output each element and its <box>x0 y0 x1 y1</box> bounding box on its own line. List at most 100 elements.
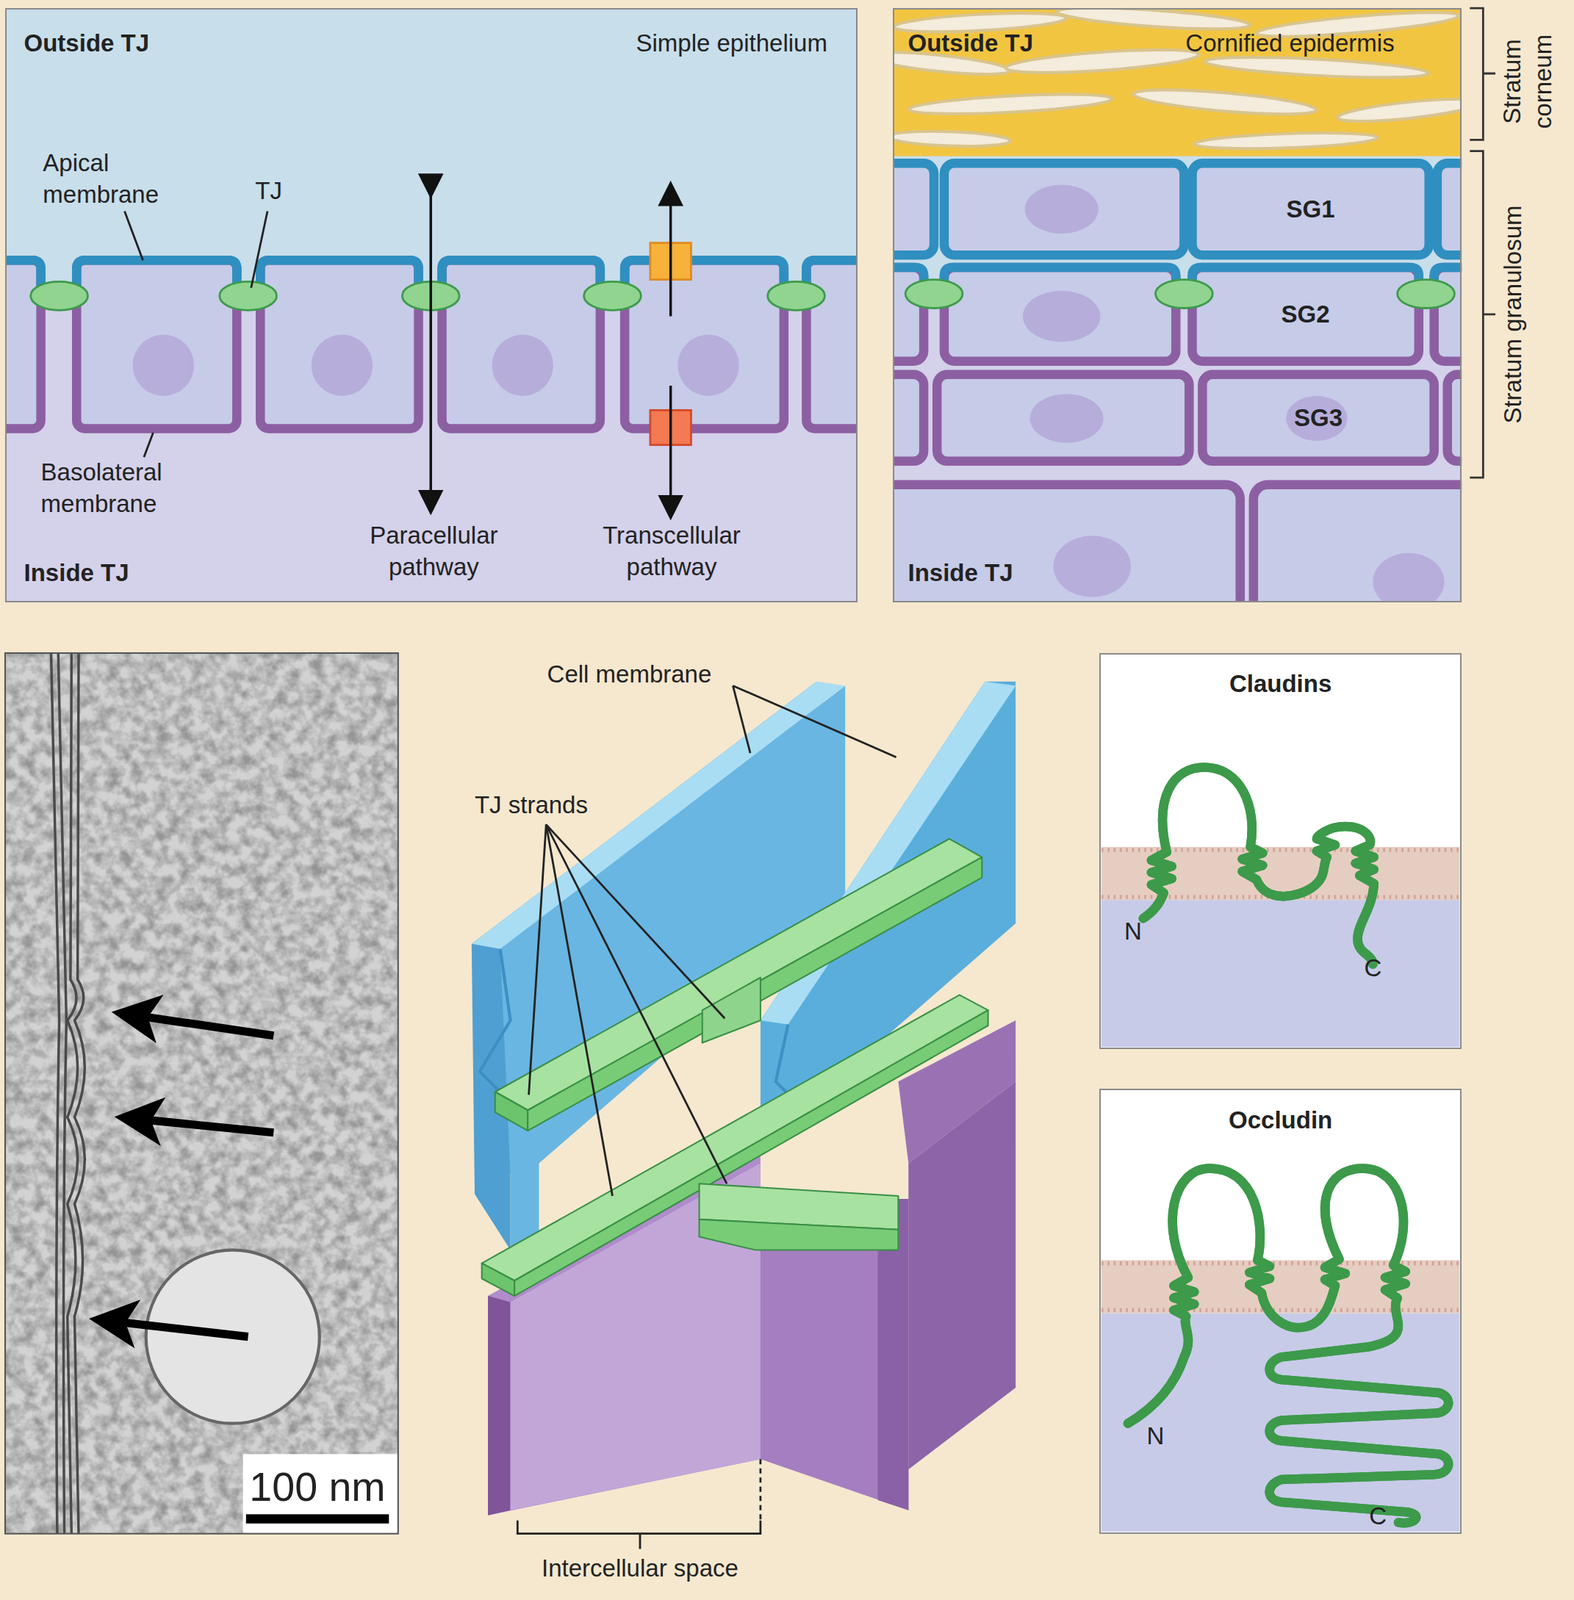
epidermis-art-part-part <box>1191 163 1429 255</box>
part-label: Intercellular space <box>476 1553 804 1585</box>
epidermis-art-part-part <box>944 267 1176 362</box>
simple-epithelium-art-part-part <box>442 260 601 429</box>
epidermis-art-part-part <box>1194 130 1379 152</box>
epidermis-art-part-part <box>1191 267 1419 297</box>
simple-epithelium-art-part-part <box>219 281 278 311</box>
occludin-topology-part <box>1099 1089 1462 1535</box>
epidermis-art-part <box>892 8 1462 152</box>
simple-epithelium-art-part-part <box>311 335 373 397</box>
part-label: TJ <box>254 175 283 207</box>
simple-epithelium-art-part-part <box>669 185 672 317</box>
cell-label: SG3 <box>1294 404 1343 433</box>
tj-strand-model-part-part <box>495 1091 528 1131</box>
electron-micrograph <box>5 653 399 1535</box>
epidermis-art-part <box>892 163 1462 602</box>
part-label: C <box>1357 1501 1400 1533</box>
tj-strand-model-part-part <box>702 978 761 1044</box>
panel-text: Cornified epidermis <box>1185 27 1394 59</box>
epidermis-art-part-part <box>1025 184 1099 234</box>
tj-strand-model-part <box>487 1296 511 1516</box>
claudin-topology <box>1099 653 1462 1050</box>
panel-text: Inside TJ <box>24 557 130 588</box>
electron-micrograph-part-part <box>74 653 85 1535</box>
claudin-topology-part <box>1099 653 1462 1050</box>
part-label: C <box>1352 953 1394 984</box>
part-label: Transcellular pathway <box>577 520 767 582</box>
cell-label: SG1 <box>1286 195 1336 224</box>
epidermis-art-part-part <box>892 484 1240 603</box>
simple-epithelium-art-part-part <box>669 385 672 516</box>
simple-epithelium-art-part-part <box>624 260 785 429</box>
part-label: Cell membrane <box>547 659 713 691</box>
tj-strand-model-part-part <box>482 994 989 1281</box>
part-label: N <box>1112 916 1154 948</box>
electron-micrograph-part-part <box>58 653 67 1535</box>
electron-micrograph-part <box>105 1014 274 1338</box>
leader-lines-part <box>732 685 896 757</box>
epidermis-art-part-part <box>944 163 1184 255</box>
epidermis-art-part-part <box>905 279 963 309</box>
tj-strand-model <box>471 681 1016 1516</box>
epidermis-art-part-part <box>936 374 1189 462</box>
tj-strand-model-part <box>908 1081 1016 1470</box>
cell-label: SG2 <box>1281 300 1331 329</box>
epidermis-art-part-part <box>1372 553 1444 603</box>
electron-micrograph-part <box>246 1514 389 1525</box>
epidermis-art-part-part <box>1336 94 1462 126</box>
tj-strand-model-part <box>479 949 511 1103</box>
simple-epithelium-art-part-part <box>5 260 42 429</box>
panel-frame <box>5 653 399 1535</box>
epidermis-art-part-part <box>1030 393 1104 444</box>
simple-epithelium-art-part-part <box>624 260 785 298</box>
electron-micrograph-part <box>5 653 399 1535</box>
part-label: Basolateral membrane <box>41 457 205 519</box>
epidermis-art-part <box>1022 184 1445 602</box>
epidermis-art-part-part <box>1202 374 1434 462</box>
occludin-topology-part <box>1127 1168 1449 1524</box>
leader-lines-part <box>545 824 727 1184</box>
claudin-topology-part <box>1143 767 1375 965</box>
electron-micrograph-part-part <box>127 1014 275 1037</box>
leader-lines-part <box>545 824 725 1019</box>
epidermis-art-part-part <box>1447 374 1462 462</box>
epidermis-art-part-part <box>1397 279 1455 309</box>
simple-epithelium-art-part <box>133 335 740 397</box>
cell-box: SG1 <box>1191 163 1429 255</box>
panel-text: Simple epithelium <box>635 27 827 59</box>
epidermis-art-part <box>892 8 1462 297</box>
part-label: TJ strands <box>474 789 588 821</box>
epidermis-art-part-part <box>1022 290 1101 342</box>
epidermis-art-part-part <box>1191 267 1419 362</box>
leader-lines-part <box>545 824 613 1197</box>
simple-epithelium-art-part <box>30 281 826 311</box>
simple-epithelium-art-part-part <box>260 260 419 429</box>
layer-bracket <box>1469 8 1496 478</box>
simple-epithelium-art-part-part <box>584 281 642 311</box>
epidermis-art-part-part <box>1253 484 1462 603</box>
simple-epithelium-art-part-part <box>251 211 268 289</box>
claudin-topology-part <box>1101 847 1461 853</box>
epidermis-art-part-part <box>892 163 934 255</box>
layer-label: Stratum corneum <box>1496 20 1559 144</box>
tj-strand-model-part-part <box>527 857 982 1131</box>
simple-epithelium-art-part-part <box>260 260 419 298</box>
simple-epithelium-art <box>5 8 858 602</box>
epidermis-art-part-part <box>1005 45 1200 78</box>
claudin-topology-part <box>1101 900 1461 1048</box>
cell-box: SG2 <box>1191 267 1419 362</box>
cell-box: SG3 <box>1202 374 1434 462</box>
simple-epithelium-art-part-part <box>442 260 601 298</box>
occludin-topology-part <box>1101 1308 1461 1314</box>
epidermis-art-part <box>905 279 1455 309</box>
part-label: 100 nm <box>241 1461 394 1514</box>
simple-epithelium-art-part-part <box>76 260 237 429</box>
epidermis-art-part-part <box>1204 53 1430 82</box>
electron-micrograph-part-part <box>105 1320 248 1337</box>
simple-epithelium-art-part <box>430 185 671 516</box>
occludin-topology-part <box>1101 1261 1461 1267</box>
electron-micrograph-part-part <box>130 1118 274 1133</box>
simple-epithelium-art-part-part <box>133 335 194 397</box>
epidermis-art <box>892 8 1462 602</box>
panel-text: Outside TJ <box>908 27 1034 59</box>
